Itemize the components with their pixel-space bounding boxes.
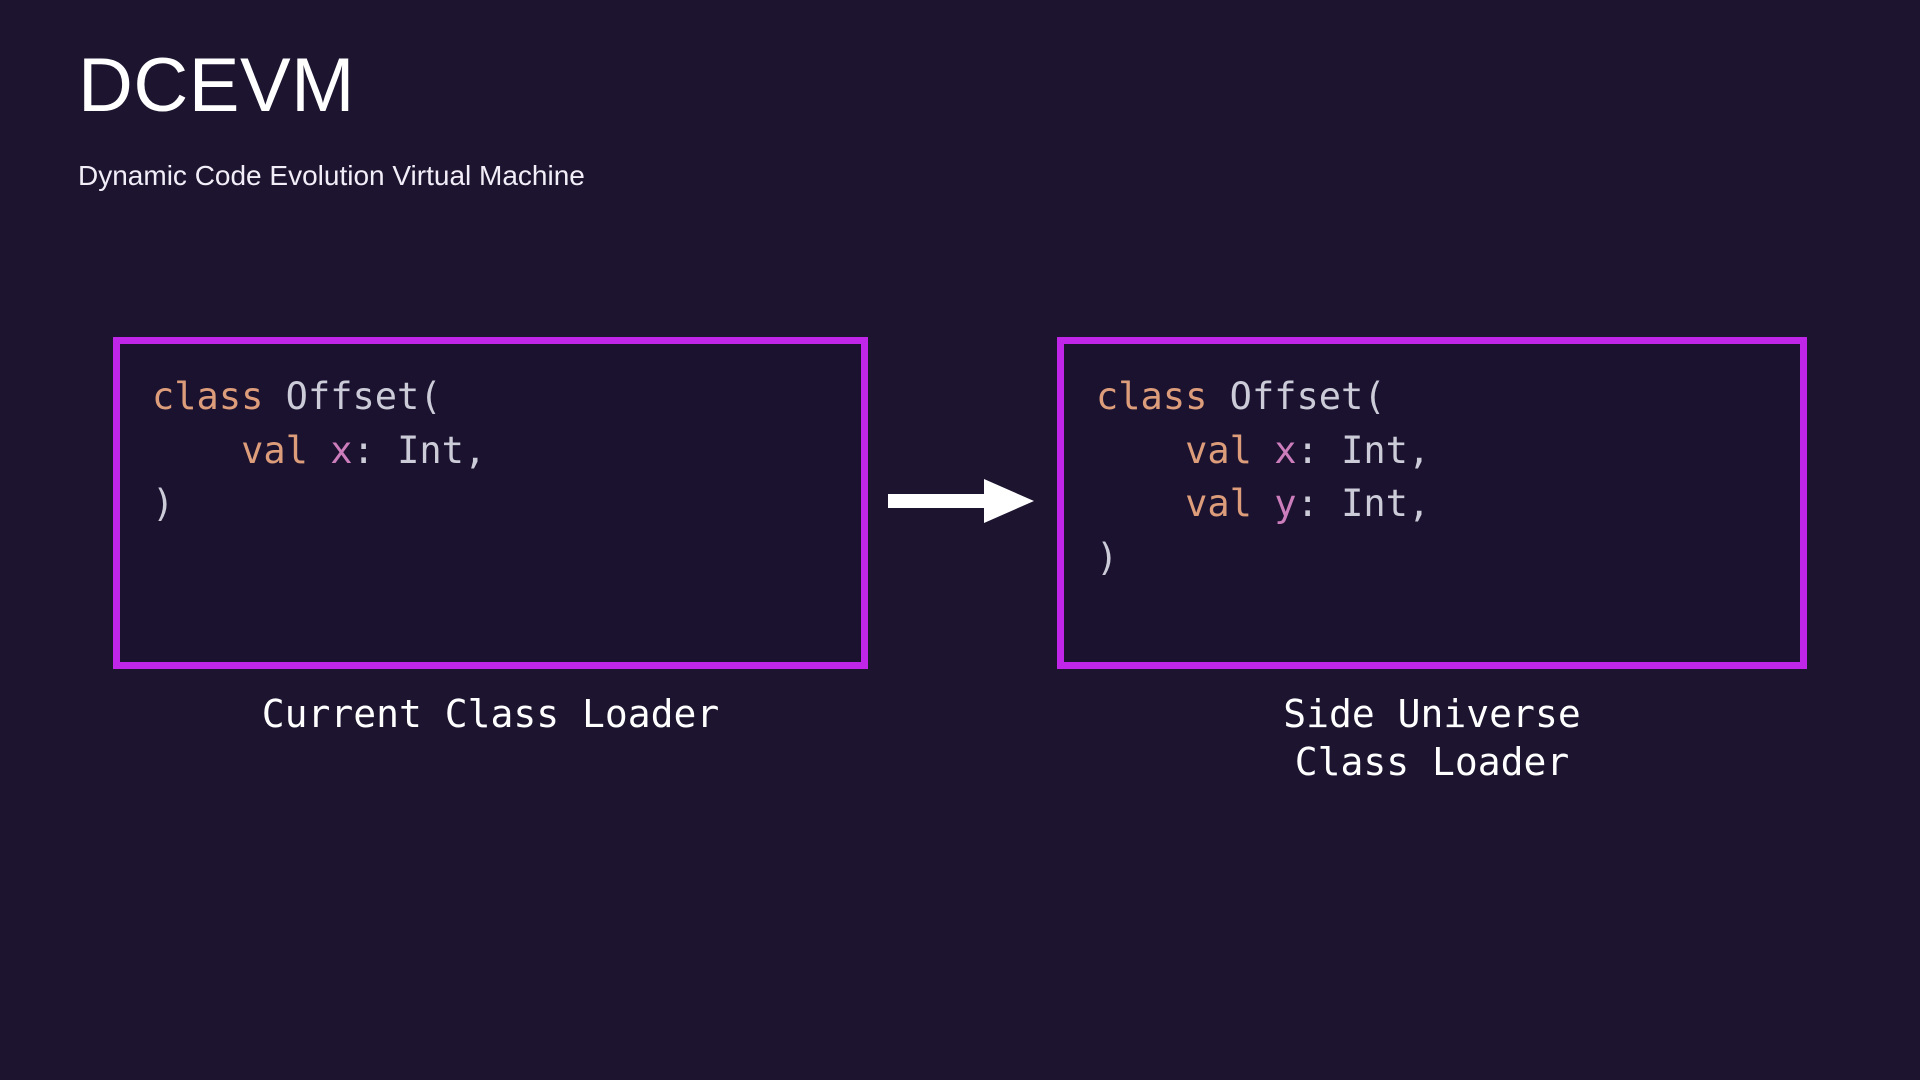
code-token: Offset( — [285, 375, 442, 418]
slide-header: DCEVM Dynamic Code Evolution Virtual Mac… — [78, 48, 1278, 192]
code-token: : — [1296, 482, 1342, 526]
code-token — [1096, 429, 1185, 472]
code-token — [1207, 375, 1229, 418]
code-token: Int, — [1341, 482, 1431, 526]
code-token: ) — [1096, 535, 1119, 579]
code-token — [1252, 429, 1274, 472]
page-subtitle: Dynamic Code Evolution Virtual Machine — [78, 160, 585, 191]
code-token: val — [1185, 482, 1252, 526]
code-token: Offset( — [1229, 375, 1386, 418]
panel-current-class-loader: class Offset( val x: Int, ) Current Clas… — [113, 337, 868, 739]
code-token: class — [152, 375, 264, 418]
code-token — [1096, 482, 1185, 525]
arrow-right-glyph — [888, 479, 1034, 523]
page-title: DCEVM — [78, 43, 355, 128]
code-token: Int, — [397, 428, 487, 472]
code-token: val — [241, 428, 308, 472]
code-box-side-universe: class Offset( val x: Int, val y: Int, ) — [1057, 337, 1807, 669]
code-snippet-current: class Offset( val x: Int, ) — [120, 370, 861, 531]
code-snippet-side-universe: class Offset( val x: Int, val y: Int, ) — [1064, 370, 1800, 585]
panel-side-universe-class-loader: class Offset( val x: Int, val y: Int, ) … — [1057, 337, 1807, 786]
caption-side-universe-class-loader: Side Universe Class Loader — [1283, 692, 1581, 784]
code-token — [152, 429, 241, 472]
arrow-right-icon — [888, 478, 1034, 524]
code-token: val — [1185, 428, 1252, 472]
code-token: ) — [152, 482, 175, 526]
code-token — [1252, 482, 1274, 525]
code-box-current: class Offset( val x: Int, ) — [113, 337, 868, 669]
code-token: y — [1274, 482, 1297, 526]
code-token: class — [1096, 375, 1208, 418]
code-token: : — [352, 428, 398, 472]
code-token: Int, — [1341, 428, 1431, 472]
code-token: x — [330, 428, 353, 472]
code-token: x — [1274, 428, 1297, 472]
code-token — [263, 375, 285, 418]
code-token: : — [1296, 428, 1342, 472]
caption-current-class-loader: Current Class Loader — [261, 692, 720, 736]
code-token — [308, 429, 330, 472]
